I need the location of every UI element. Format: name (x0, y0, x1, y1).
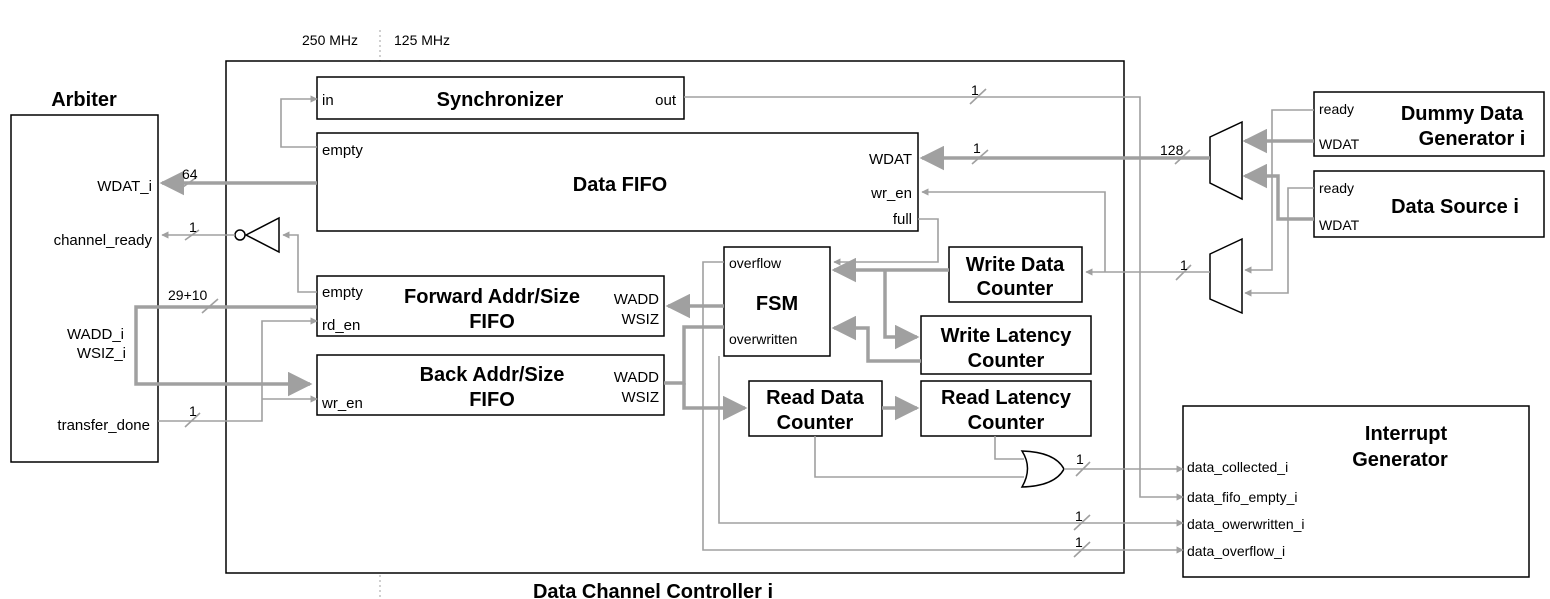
back-fifo-wadd-port: WADD (614, 369, 659, 386)
clock-250-label: 250 MHz (302, 32, 358, 48)
back-fifo-wr-en-port: wr_en (321, 395, 363, 412)
forward-fifo-title-2: FIFO (469, 311, 515, 333)
bus-width-sync-out: 1 (971, 82, 979, 98)
dummy-ready-port: ready (1319, 101, 1354, 117)
data-source-box (1313, 170, 1545, 238)
source-title: Data Source i (1391, 196, 1519, 218)
read-latency-counter-line1: Read Latency (941, 387, 1072, 409)
write-latency-counter-line1: Write Latency (941, 325, 1073, 347)
data-fifo-box (316, 132, 919, 232)
forward-fifo-empty-port: empty (322, 284, 363, 301)
back-fifo-wsiz-port: WSIZ (622, 389, 660, 406)
dummy-title-1: Dummy Data (1401, 103, 1524, 125)
dummy-generator-box (1313, 91, 1545, 157)
wires (134, 88, 1314, 558)
arbiter-wadd-port: WADD_i (67, 326, 124, 343)
data-fifo-title: Data FIFO (573, 174, 667, 196)
data-fifo-full-port: full (893, 211, 912, 228)
synchronizer-title: Synchronizer (437, 89, 564, 111)
bus-width-mux-ready: 1 (1180, 257, 1188, 273)
write-latency-counter-box (920, 315, 1092, 375)
wdat-mux (1209, 120, 1243, 201)
bus-width-transfer-done: 1 (189, 403, 197, 419)
source-ready-port: ready (1319, 180, 1354, 196)
bus-width-channel-ready: 1 (189, 219, 197, 235)
source-wdat-port: WDAT (1319, 217, 1360, 233)
bus-width-or-out: 1 (1076, 451, 1084, 467)
controller-title: Data Channel Controller i (533, 581, 773, 599)
forward-fifo-wadd-port: WADD (614, 291, 659, 308)
back-fifo-title-1: Back Addr/Size (420, 364, 565, 386)
interrupt-fifo-empty-port: data_fifo_empty_i (1187, 489, 1298, 505)
ready-mux (1209, 237, 1243, 315)
data-fifo-empty-port: empty (322, 142, 363, 159)
data-fifo-wdat-port: WDAT (869, 151, 912, 168)
interrupt-overflow-port: data_overflow_i (1187, 543, 1285, 559)
fsm-overflow-port: overflow (729, 255, 782, 271)
write-latency-counter-line2: Counter (968, 350, 1045, 372)
fsm-overwritten-port: overwritten (729, 331, 797, 347)
interrupt-title-2: Generator (1352, 449, 1448, 471)
bus-width-wdat-out: 64 (182, 166, 198, 182)
sync-out-port: out (655, 92, 677, 109)
data-fifo-wr-en-port: wr_en (870, 185, 912, 202)
bus-width-mux-wdat: 128 (1160, 142, 1184, 158)
arbiter-wdat-port: WDAT_i (97, 178, 152, 195)
arbiter-title: Arbiter (51, 89, 117, 111)
read-latency-counter-line2: Counter (968, 412, 1045, 434)
dummy-wdat-port: WDAT (1319, 136, 1360, 152)
arbiter-transfer-done-port: transfer_done (57, 417, 150, 434)
back-fifo-title-2: FIFO (469, 389, 515, 411)
bus-width-fifo-wdat: 1 (973, 140, 981, 156)
arbiter-wsiz-port: WSIZ_i (77, 345, 126, 362)
clock-125-label: 125 MHz (394, 32, 450, 48)
write-data-counter-box (948, 246, 1083, 303)
forward-fifo-box (316, 275, 665, 337)
read-data-counter-line1: Read Data (766, 387, 865, 409)
fsm-box (723, 246, 831, 357)
forward-fifo-wsiz-port: WSIZ (622, 311, 660, 328)
sync-in-port: in (322, 92, 334, 109)
or-gate (1020, 450, 1065, 488)
interrupt-overwritten-port: data_owerwritten_i (1187, 516, 1305, 532)
interrupt-data-collected-port: data_collected_i (1187, 459, 1288, 475)
back-fifo-box (316, 354, 665, 416)
fsm-title: FSM (756, 293, 798, 315)
dummy-title-2: Generator i (1419, 128, 1526, 150)
read-latency-counter-box (920, 380, 1092, 437)
arbiter-box (10, 114, 159, 463)
bus-width-overflow: 1 (1075, 534, 1083, 550)
arbiter-channel-ready-port: channel_ready (54, 232, 153, 249)
interrupt-title-1: Interrupt (1365, 423, 1448, 445)
interrupt-generator-box (1182, 405, 1530, 578)
bus-width-overwritten: 1 (1075, 508, 1083, 524)
forward-fifo-title-1: Forward Addr/Size (404, 286, 580, 308)
write-data-counter-line2: Counter (977, 278, 1054, 300)
bus-width-addr-size: 29+10 (168, 287, 208, 303)
forward-fifo-rd-en-port: rd_en (322, 317, 360, 334)
write-data-counter-line1: Write Data (966, 254, 1065, 276)
read-data-counter-line2: Counter (777, 412, 854, 434)
synchronizer-box (316, 76, 685, 120)
